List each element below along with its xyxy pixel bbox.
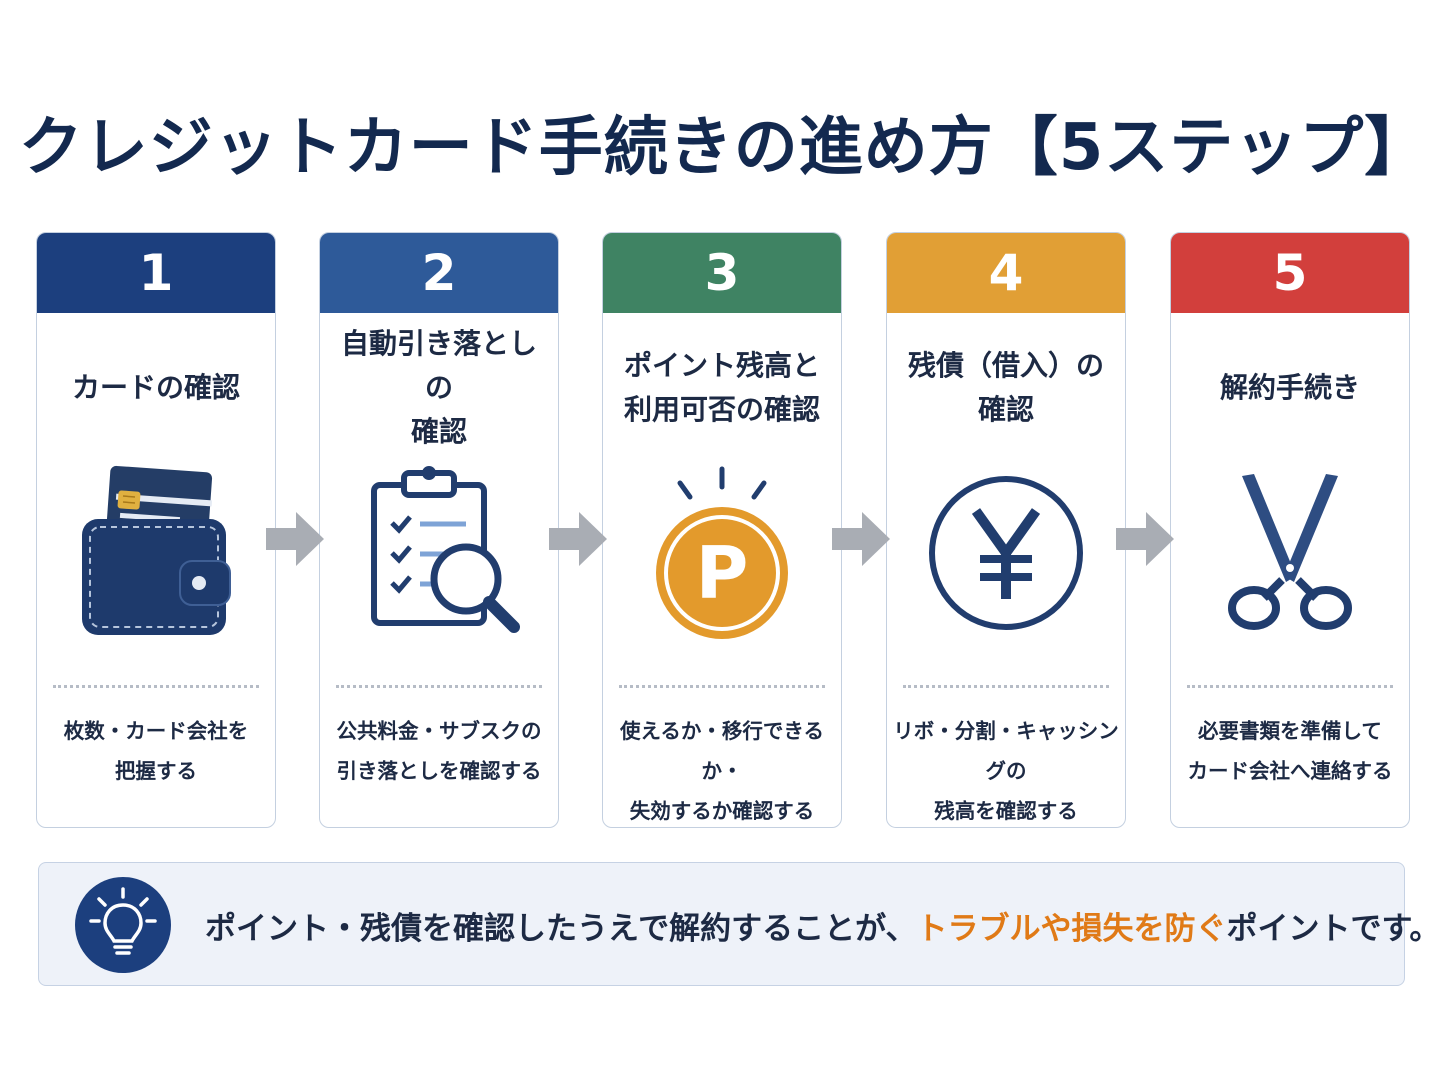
scissors-icon — [1171, 458, 1409, 648]
step-divider-4 — [903, 685, 1109, 688]
step-title-1: カードの確認 — [71, 371, 240, 404]
yen-icon — [887, 458, 1125, 648]
step-number-3: 3 — [603, 233, 841, 313]
step-number-1: 1 — [37, 233, 275, 313]
tip-text-before: ポイント・残債を確認したうえで解約することが、 — [205, 910, 917, 947]
arrow-right-icon — [1116, 512, 1174, 566]
clipboard-search-icon — [320, 458, 558, 648]
step-card-5: 5 解約手続き 必要書類を準備して カード会社へ連絡する — [1170, 232, 1410, 828]
step-divider-3 — [619, 685, 825, 688]
step-title-4: 残債（借入）の 確認 — [907, 349, 1104, 426]
step-title-3: ポイント残高と 利用可否の確認 — [623, 349, 820, 426]
arrow-right-icon — [266, 512, 324, 566]
step-number-4: 4 — [887, 233, 1125, 313]
step-number-5: 5 — [1171, 233, 1409, 313]
step-description-2: 公共料金・サブスクの 引き落としを確認する — [336, 719, 542, 783]
tip-box: ポイント・残債を確認したうえで解約することが、トラブルや損失を防ぐポイントです。 — [38, 862, 1440, 986]
step-card-2: 2 自動引き落としの 確認 公共料金・サブスクの 引き落としを確認する — [319, 232, 559, 828]
tip-text-highlight: トラブルや損失を防ぐ — [916, 910, 1227, 947]
arrow-right-icon — [832, 512, 890, 566]
step-description-1: 枚数・カード会社を 把握する — [63, 719, 249, 783]
step-title-5: 解約手続き — [1219, 371, 1360, 404]
svg-text:P: P — [696, 531, 749, 615]
step-title-2: 自動引き落としの 確認 — [340, 327, 537, 448]
step-number-2: 2 — [320, 233, 558, 313]
point-coin-icon: P — [603, 458, 841, 648]
step-divider-2 — [336, 685, 542, 688]
tip-text: ポイント・残債を確認したうえで解約することが、トラブルや損失を防ぐポイントです。 — [205, 863, 1440, 987]
lightbulb-icon — [75, 877, 171, 973]
step-divider-5 — [1187, 685, 1393, 688]
step-divider-1 — [53, 685, 259, 688]
step-description-5: 必要書類を準備して カード会社へ連絡する — [1187, 719, 1393, 783]
step-description-3: 使えるか・移行できるか・ 失効するか確認する — [620, 719, 824, 823]
wallet-icon — [37, 458, 275, 648]
step-card-1: 1 カードの確認 枚数・カード会社を 把握する — [36, 232, 276, 828]
tip-text-after: ポイントです。 — [1226, 910, 1441, 947]
step-card-4: 4 残債（借入）の 確認 リボ・分割・キャッシングの 残高を確認する — [886, 232, 1126, 828]
page-title: クレジットカード手続きの進め方【5ステップ】 — [18, 111, 1430, 185]
step-description-4: リボ・分割・キャッシングの 残高を確認する — [893, 719, 1119, 823]
step-card-3: 3 ポイント残高と 利用可否の確認 P 使えるか・移行できるか・ 失効するか確認… — [602, 232, 842, 828]
arrow-right-icon — [549, 512, 607, 566]
